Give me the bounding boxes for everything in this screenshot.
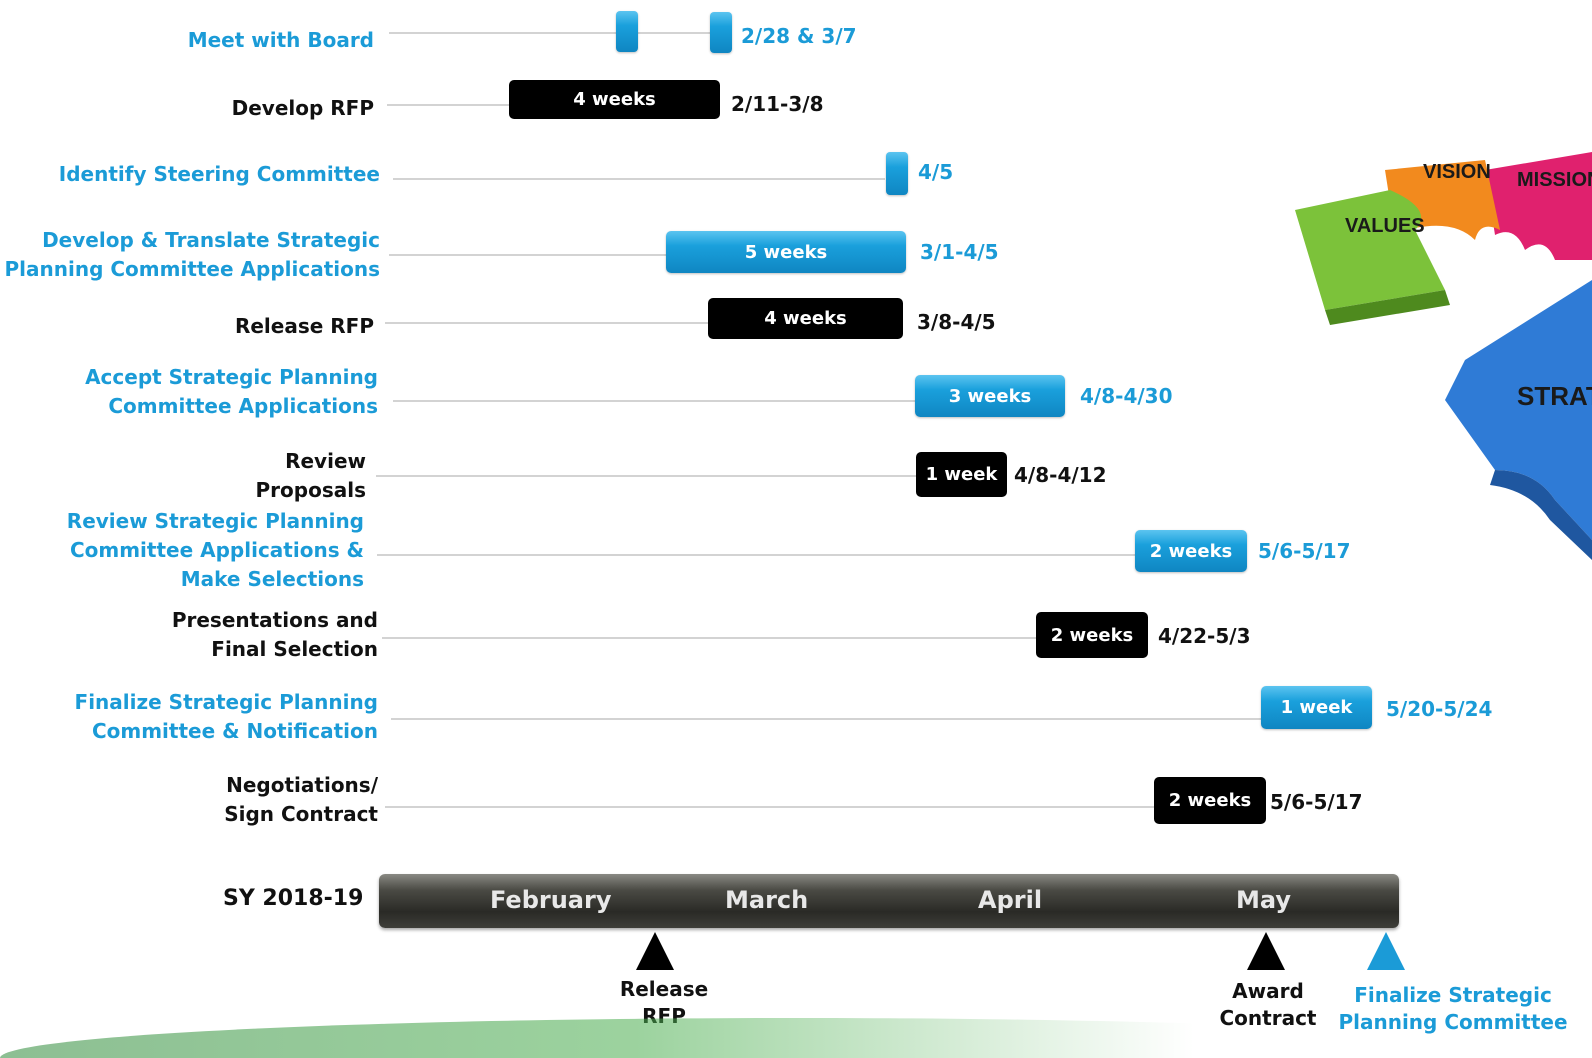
puzzle-vision-label: VISION (1423, 161, 1491, 183)
task-label-line: Proposals (255, 478, 366, 502)
task-leader-line (389, 32, 711, 34)
task-leader-line (377, 554, 1135, 556)
task-label-develop-translate: Develop & Translate Strategic Planning C… (5, 226, 381, 284)
task-label-line: Presentations and (171, 608, 378, 632)
task-label-line: Release RFP (234, 314, 374, 338)
task-leader-line (389, 254, 666, 256)
puzzle-vision-piece (1385, 160, 1500, 240)
task-label-identify-steering-committee: Identify Steering Committee (59, 160, 380, 189)
puzzle-strategy-label: STRATEGY (1517, 381, 1592, 411)
task-leader-line (385, 806, 1154, 808)
task-label-line: Planning Committee Applications (4, 257, 381, 281)
puzzle-strategy-piece (1445, 280, 1592, 540)
task-date: 2/11-3/8 (731, 92, 824, 116)
task-label-line: Identify Steering Committee (58, 162, 380, 186)
task-label-line: Final Selection (211, 637, 378, 661)
task-label-line: Committee & Notification (91, 719, 378, 743)
task-date: 4/5 (918, 160, 954, 184)
milestone-triangle-award-contract (1247, 932, 1285, 970)
task-bar-accept-applications: 3 weeks (915, 375, 1065, 417)
task-label-negotiations: Negotiations/ Sign Contract (224, 771, 378, 829)
task-label-line: Committee Applications & (69, 538, 364, 562)
task-date: 5/6-5/17 (1270, 790, 1363, 814)
month-may: May (1236, 886, 1291, 914)
milestone-label-line: Release (619, 977, 709, 1001)
task-leader-line (382, 637, 1036, 639)
task-bar-presentations: 2 weeks (1036, 612, 1148, 658)
task-leader-line (391, 718, 1261, 720)
task-label-review-applications: Review Strategic Planning Committee Appl… (67, 507, 364, 594)
task-bar-release-rfp: 4 weeks (708, 298, 903, 339)
task-label-line: Develop RFP (231, 96, 374, 120)
task-label-line: Meet with Board (187, 28, 374, 52)
task-bar-finalize-committee: 1 week (1261, 686, 1372, 729)
task-label-accept-applications: Accept Strategic Planning Committee Appl… (85, 363, 378, 421)
task-label-line: Make Selections (180, 567, 364, 591)
task-label-presentations: Presentations and Final Selection (172, 606, 378, 664)
task-bar-develop-rfp: 4 weeks (509, 80, 720, 119)
task-marker-board-2 (710, 12, 732, 53)
task-label-line: Develop & Translate Strategic (42, 228, 380, 252)
task-bar-review-proposals: 1 week (916, 452, 1007, 497)
task-leader-line (385, 322, 708, 324)
milestone-label-line: Finalize Strategic (1354, 983, 1552, 1007)
task-marker-steering (886, 152, 908, 195)
task-label-finalize-committee: Finalize Strategic Planning Committee & … (75, 688, 378, 746)
task-date: 4/8-4/30 (1080, 384, 1173, 408)
month-april: April (978, 886, 1043, 914)
task-date: 4/8-4/12 (1014, 463, 1107, 487)
milestone-triangle-finalize-committee (1367, 932, 1405, 970)
puzzle-values-piece (1295, 190, 1445, 310)
task-date: 2/28 & 3/7 (741, 24, 857, 48)
task-label-line: Finalize Strategic Planning (74, 690, 378, 714)
task-bar-negotiations: 2 weeks (1154, 777, 1266, 824)
task-leader-line (376, 475, 916, 477)
task-label-line: Negotiations/ (226, 773, 378, 797)
task-date: 4/22-5/3 (1158, 624, 1251, 648)
task-leader-line (393, 178, 885, 180)
task-leader-line (387, 104, 509, 106)
milestone-triangle-release-rfp (636, 932, 674, 970)
task-label-develop-rfp: Develop RFP (232, 94, 374, 123)
task-leader-line (393, 400, 915, 402)
strategy-puzzle-graphic: VISION MISSION VALUES STRATEGY (1295, 140, 1592, 560)
puzzle-mission-label: MISSION (1517, 169, 1592, 191)
task-label-review-proposals: Review Proposals (256, 447, 366, 505)
puzzle-values-label: VALUES (1345, 215, 1425, 237)
task-date: 5/6-5/17 (1258, 539, 1351, 563)
task-label-meet-with-board: Meet with Board (188, 26, 374, 55)
task-bar-review-applications: 2 weeks (1135, 530, 1247, 572)
milestone-label-line: Award (1232, 979, 1304, 1003)
task-label-line: Review (285, 449, 366, 473)
month-february: February (490, 886, 612, 914)
task-label-line: Accept Strategic Planning (85, 365, 378, 389)
month-march: March (725, 886, 809, 914)
task-date: 3/8-4/5 (917, 310, 996, 334)
task-label-line: Sign Contract (224, 802, 378, 826)
task-date: 5/20-5/24 (1386, 697, 1493, 721)
task-marker-board-1 (616, 11, 638, 52)
month-timeline-bar: February March April May (379, 874, 1399, 928)
puzzle-svg: VISION MISSION VALUES STRATEGY (1295, 152, 1592, 560)
task-date: 3/1-4/5 (920, 240, 999, 264)
task-bar-develop-translate: 5 weeks (666, 231, 906, 273)
milestone-finalize-committee: Finalize Strategic Planning Committee (1333, 982, 1573, 1036)
task-label-line: Review Strategic Planning (66, 509, 364, 533)
puzzle-mission-piece (1485, 152, 1592, 260)
task-label-line: Committee Applications (108, 394, 378, 418)
school-year-label: SY 2018-19 (223, 886, 364, 911)
task-label-release-rfp: Release RFP (235, 312, 374, 341)
